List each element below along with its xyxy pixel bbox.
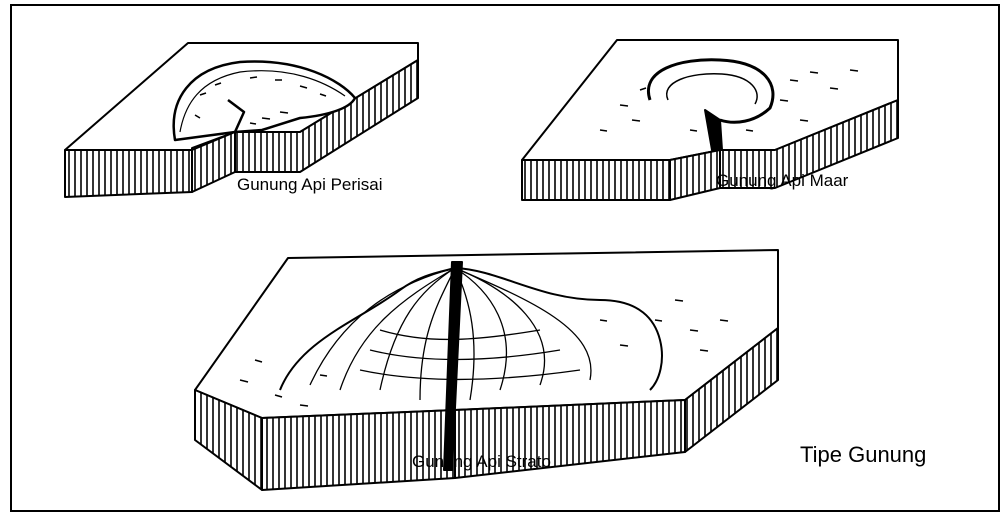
shield-volcano-block <box>65 43 418 197</box>
figure-caption: Tipe Gunung <box>800 442 926 468</box>
label-maar: Gunung Api Maar <box>716 171 849 190</box>
label-perisai: Gunung Api Perisai <box>237 175 383 194</box>
label-strato: Gunung Api Strato <box>412 452 551 471</box>
